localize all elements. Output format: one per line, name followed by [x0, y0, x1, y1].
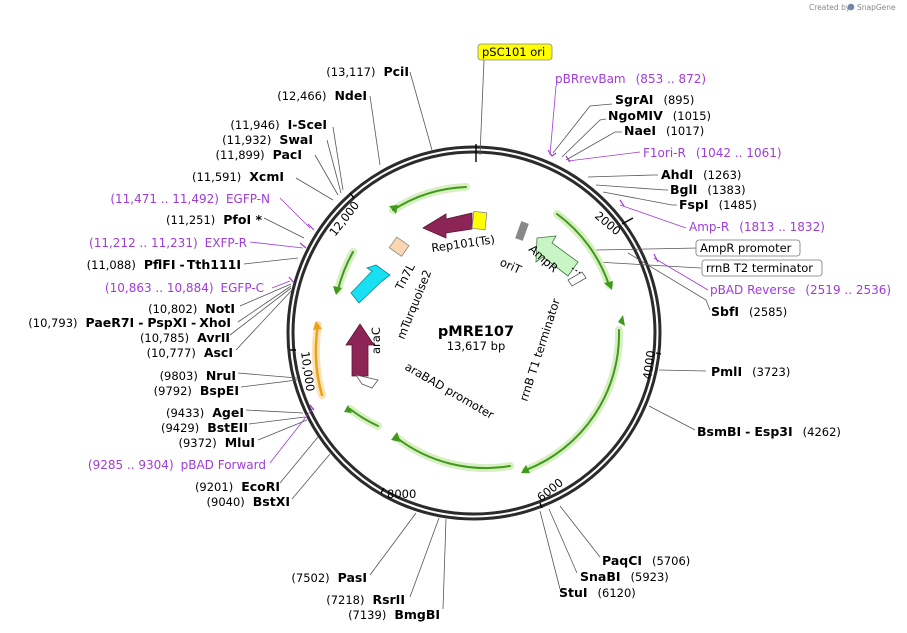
primer-EGFP-N: (11,471 .. 11,492)EGFP-N [110, 192, 270, 206]
site-PacI: (11,899)PacI [215, 147, 302, 162]
site-PciI: (13,117)PciI [326, 64, 409, 79]
label-rrnB-T1: rrnB T1 terminator [517, 297, 563, 403]
site-MluI: (9372)MluI [178, 435, 255, 450]
rrnb-t2-label-box [701, 259, 823, 277]
ampr-promoter-label-box [695, 239, 801, 257]
site-NruI: (9803)NruI [160, 368, 236, 383]
backbone-inner [291, 150, 657, 516]
site-PasI: (7502)PasI [291, 570, 367, 585]
site-BstEII: (9429)BstEII [161, 420, 248, 435]
primer-EXFP-R: (11,212 .. 11,231)EXFP-R [89, 236, 247, 250]
site-FspI: FspI(1485) [679, 197, 757, 212]
site-leader-lines [229, 59, 711, 610]
created-by-label: Created by [809, 3, 851, 12]
mturquoise2-arrow [350, 264, 391, 304]
tick-12000: 12,000 [326, 199, 362, 239]
primer-F1ori-R: F1ori-R(1042 .. 1061) [643, 146, 782, 160]
snapgene-logo-icon [847, 3, 855, 11]
plasmid-length: 13,617 bp [447, 339, 506, 353]
site-AvrII: (10,785)AvrII [140, 330, 230, 345]
primer-pBRrevBam: pBRrevBam(853 .. 872) [555, 72, 706, 86]
tick-marks [290, 144, 662, 509]
site-NaeI: NaeI(1017) [624, 123, 704, 138]
label-araBAD: araBAD promoter [403, 359, 497, 421]
site-BsmBI-Esp3I: BsmBI-Esp3I(4262) [697, 424, 841, 439]
site-PmlI: PmlI(3723) [711, 364, 790, 379]
rrnb-t2-box [567, 271, 587, 287]
site-AgeI: (9433)AgeI [166, 405, 244, 420]
site-RsrII: (7218)RsrII [326, 592, 405, 607]
primer-pBAD-Reverse: pBAD Reverse(2519 .. 2536) [710, 283, 891, 297]
label-AmpR-promoter: AmpR promoter [700, 241, 792, 255]
site-SbfI: SbfI(2585) [711, 304, 787, 319]
site-PaeR7I-PspXI-XhoI: (10,793)PaeR7I-PspXI-XhoI [28, 315, 231, 330]
label-pSC101-ori: pSC101 ori [482, 45, 545, 59]
tick-2000: 2000 [592, 209, 623, 239]
tick-8000: 8000 [387, 487, 416, 501]
site-NgoMIV: NgoMIV(1015) [608, 108, 711, 123]
primer-EGFP-C: (10,863 .. 10,884)EGFP-C [105, 281, 264, 295]
tick-4000: 4000 [640, 349, 658, 380]
site-AscI: (10,777)AscI [147, 345, 233, 360]
primer-Amp-R: Amp-R(1813 .. 1832) [689, 220, 825, 234]
arabad-promoter-box [355, 374, 379, 389]
site-PflFI-Tth111I: (11,088)PflFI-Tth111I [87, 257, 241, 272]
label-oriT: oriT [498, 255, 525, 277]
site-SnaBI: SnaBI(5923) [580, 569, 669, 584]
terminator-arrowheads [333, 205, 625, 473]
site-BmgBI: (7139)BmgBI [348, 607, 440, 622]
site-NdeI: (12,466)NdeI [277, 88, 367, 103]
pSC101-ori-label-box [477, 43, 553, 61]
tick-6000: 6000 [534, 475, 566, 504]
backbone-outer [286, 145, 662, 521]
primer-leader-lines [249, 85, 709, 464]
oriT-box [515, 221, 529, 241]
site-XcmI: (11,591)XcmI [192, 169, 284, 184]
site-PaqCI: PaqCI(5706) [602, 553, 690, 568]
primer-markers [288, 149, 659, 411]
rep101-arrow [422, 212, 473, 239]
site-BglI: BglI(1383) [670, 182, 746, 197]
snapgene-brand: SnapGene [857, 3, 896, 12]
plasmid-name: pMRE107 [438, 324, 514, 340]
primer-pBAD-Forward: (9285 .. 9304)pBAD Forward [88, 458, 266, 472]
site-AhdI: AhdI(1263) [661, 167, 741, 182]
site-SgrAI: SgrAI(895) [615, 92, 694, 107]
site-PfoI: (11,251)PfoI * [166, 212, 262, 227]
tn7l-box [388, 236, 410, 257]
pSC101-ori-box [471, 210, 488, 231]
site-StuI: StuI(6120) [559, 585, 636, 600]
orange-arrowhead [313, 321, 322, 330]
label-rrnB-T2: rrnB T2 terminator [706, 261, 813, 275]
site-BspEI: (9792)BspEI [154, 383, 239, 398]
site-I-SceI: (11,946)I-SceI [230, 117, 327, 132]
site-SwaI: (11,932)SwaI [222, 132, 313, 147]
site-EcoRI: (9201)EcoRI [195, 479, 280, 494]
site-BstXI: (9040)BstXI [207, 494, 290, 509]
site-NotI: (10,802)NotI [148, 301, 235, 316]
label-araC: araC [369, 327, 383, 354]
